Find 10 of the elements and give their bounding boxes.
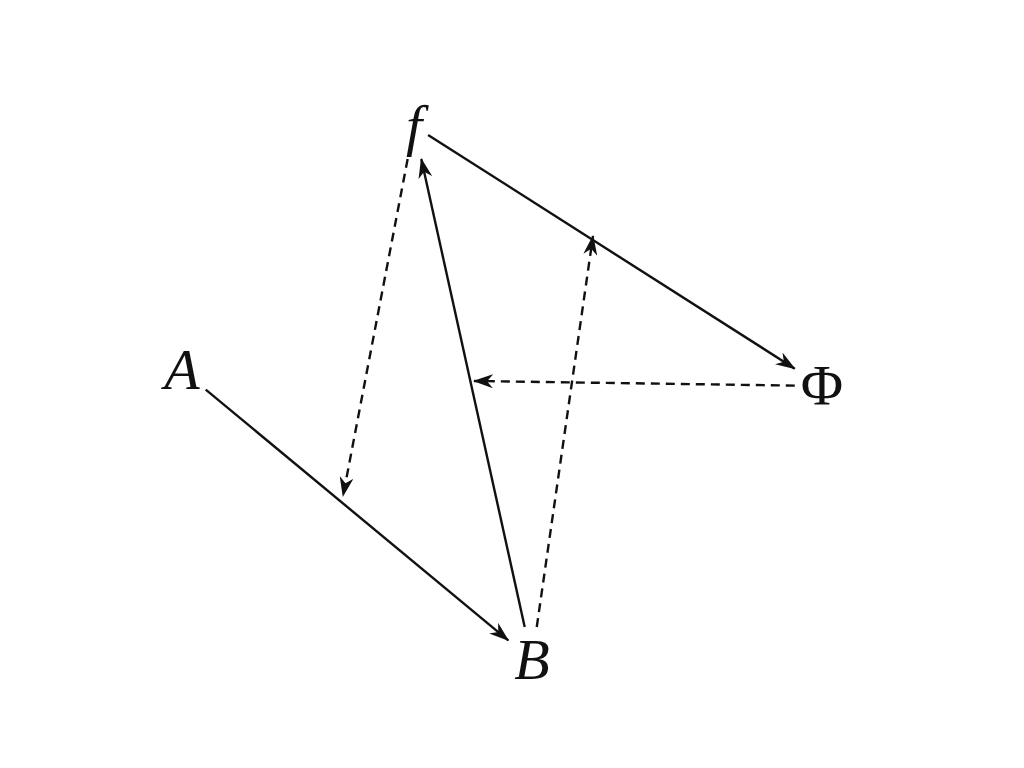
arrow [535,235,598,628]
arrow [418,158,526,628]
math-symbol: B [510,629,554,691]
arrow [473,374,795,389]
arrow [339,158,409,497]
arrow [204,388,510,642]
math-symbol: A [160,339,204,401]
math-symbol: f [401,95,427,157]
math-symbol: Φ [796,355,848,417]
arrow [427,133,796,370]
